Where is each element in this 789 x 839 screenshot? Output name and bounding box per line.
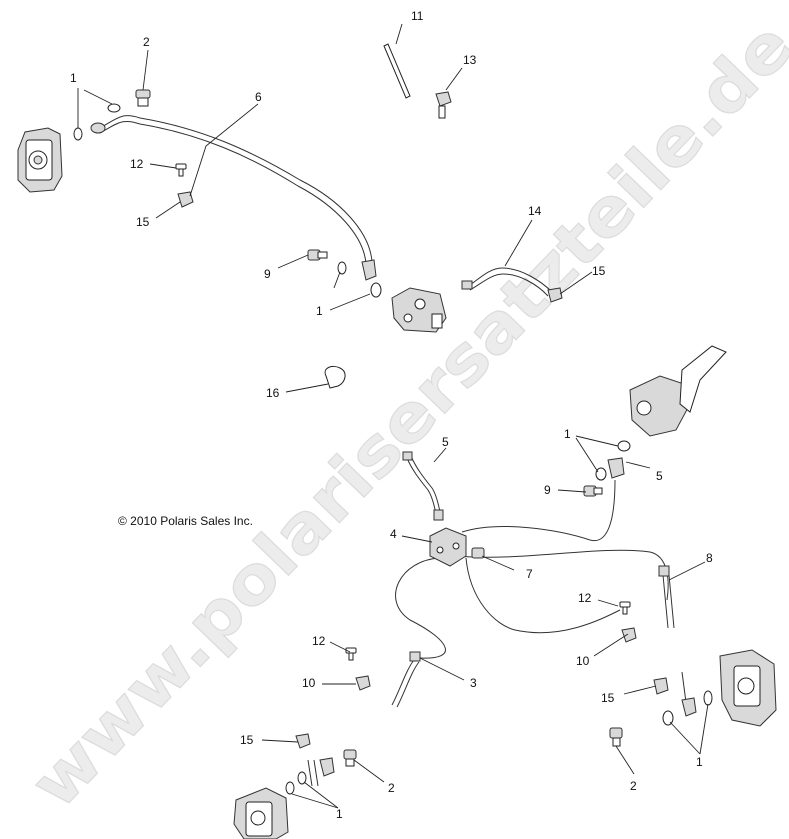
callout-15: 15	[136, 215, 150, 229]
callout-7: 7	[526, 567, 533, 581]
callout-9: 9	[264, 267, 271, 281]
hose-5a-lower-fitting	[433, 509, 444, 521]
banjo-bolt-2a	[135, 89, 151, 107]
crush-washer-1d	[662, 710, 674, 726]
screw-12a	[175, 163, 187, 177]
leader-lines	[77, 23, 709, 809]
callout-1: 1	[696, 755, 703, 769]
crush-washer-1d2	[703, 690, 713, 706]
fitting-13	[435, 91, 452, 119]
crush-washer-1b2	[370, 282, 382, 298]
callout-4: 4	[390, 527, 397, 541]
callout-10: 10	[576, 654, 590, 668]
callout-1: 1	[70, 71, 77, 85]
banjo-fitting-lower-right	[681, 697, 697, 717]
hose-14-fitting	[461, 280, 473, 290]
callout-15: 15	[601, 691, 615, 705]
distribution-block-4	[429, 527, 467, 567]
screw-12b	[619, 601, 631, 615]
front-master-cylinder	[629, 345, 727, 437]
callout-13: 13	[463, 53, 477, 67]
banjo-bolt-9b	[583, 485, 603, 497]
hose-8-fitting	[658, 565, 670, 577]
banjo-bolt-9a	[307, 249, 328, 261]
callout-12: 12	[578, 591, 592, 605]
callout-2: 2	[143, 35, 150, 49]
clamp-16	[324, 365, 346, 389]
front-left-caliper	[17, 127, 63, 193]
clamp-10b	[621, 627, 637, 643]
callout-5: 5	[442, 435, 449, 449]
crush-washer-1c	[617, 440, 631, 452]
callout-12: 12	[312, 634, 326, 648]
screw-12c	[345, 647, 357, 661]
callout-labels: 1 2 6 11 13 12 15 14 9 15 1 16 5 1 5 9 4…	[70, 9, 713, 821]
callout-2: 2	[630, 779, 637, 793]
tie-strap-11	[383, 43, 411, 99]
banjo-fitting-5b	[607, 457, 625, 479]
callout-5: 5	[656, 469, 663, 483]
crush-washer-1a2	[107, 103, 121, 113]
banjo-fitting-upper-left	[90, 122, 106, 134]
hose-5a-upper-fitting	[402, 451, 413, 461]
crush-washer-1e	[297, 771, 307, 785]
callout-12: 12	[130, 157, 144, 171]
callout-1: 1	[564, 427, 571, 441]
crush-washer-1c2	[595, 467, 607, 481]
rear-left-caliper	[233, 787, 289, 839]
callout-15: 15	[592, 264, 606, 278]
copyright-notice: © 2010 Polaris Sales Inc.	[118, 514, 253, 528]
crush-washer-1a	[73, 127, 83, 141]
clamp-15b	[547, 287, 563, 303]
callout-10: 10	[302, 676, 316, 690]
callout-8: 8	[706, 551, 713, 565]
callout-3: 3	[470, 676, 477, 690]
rear-master-cylinder	[391, 287, 447, 333]
clamp-15d	[295, 733, 311, 749]
callout-1: 1	[336, 807, 343, 821]
banjo-bolt-2b	[609, 727, 623, 747]
callout-14: 14	[528, 204, 542, 218]
hose-3-fitting	[409, 651, 421, 662]
callout-9: 9	[544, 483, 551, 497]
callout-6: 6	[255, 90, 262, 104]
clamp-15c	[653, 677, 669, 695]
crush-washer-1e2	[285, 781, 295, 795]
callout-16: 16	[266, 386, 280, 400]
fitting-7	[471, 547, 485, 559]
banjo-bolt-2c	[343, 749, 357, 767]
hose-6-end	[361, 259, 377, 281]
rear-right-caliper	[719, 649, 777, 727]
banjo-fitting-lower-left	[319, 757, 335, 777]
crush-washer-1b	[337, 261, 347, 275]
clamp-15a	[177, 191, 194, 208]
callout-1: 1	[316, 304, 323, 318]
clamp-10a	[355, 675, 371, 691]
callout-15: 15	[240, 733, 254, 747]
callout-2: 2	[388, 781, 395, 795]
callout-11: 11	[411, 9, 424, 23]
